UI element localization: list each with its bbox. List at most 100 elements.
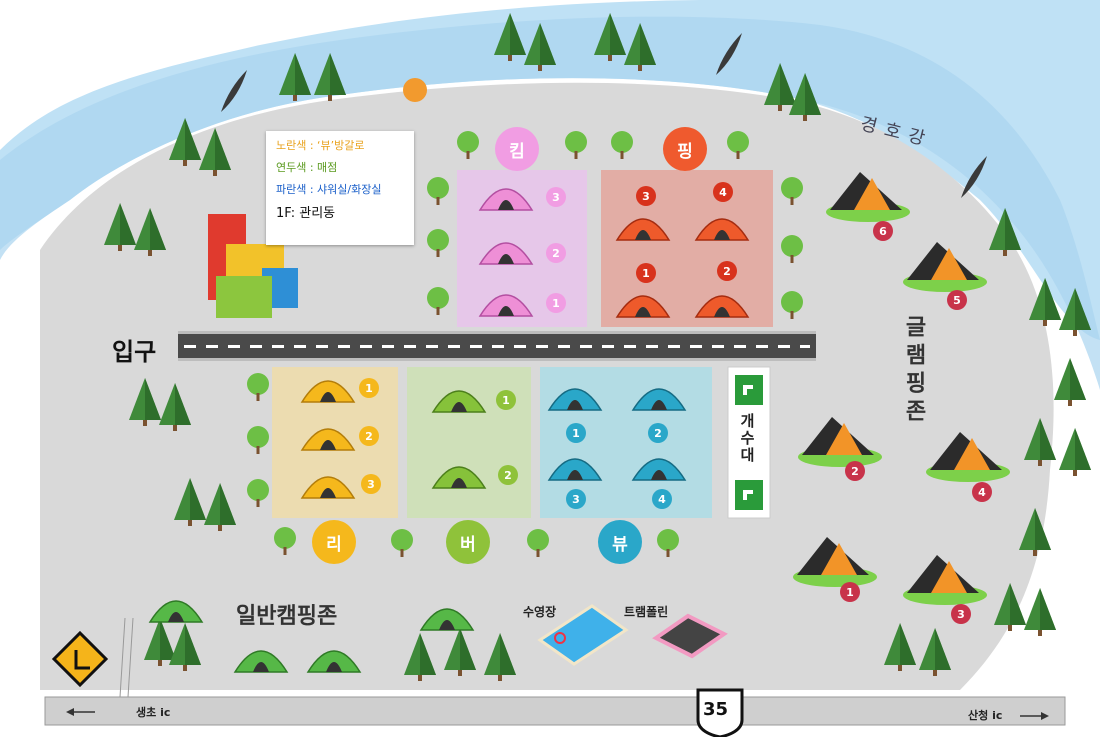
tent-icon [615,218,671,241]
autumn-tree-icon [403,78,427,102]
tent-ri-3[interactable]: 3 [361,474,381,494]
legend-blue: 파란색 : 샤워실/화장실 [276,183,382,196]
pine-tree-icon [1059,288,1091,336]
glamping-zone-label: 글램핑존 [901,315,926,427]
tent-icon [694,218,750,241]
tent-ping-3[interactable]: 3 [636,186,656,206]
bush-icon [457,131,479,159]
tent-icon [300,476,356,499]
pine-tree-icon [129,378,161,426]
fish-icon [716,33,742,75]
pine-tree-icon [279,53,311,101]
bush-icon [274,527,296,555]
pine-tree-icon [624,23,656,71]
zone-kum-label: 킴 [495,127,539,171]
tent-byu-1[interactable]: 1 [566,423,586,443]
tent-ping-4[interactable]: 4 [713,182,733,202]
pine-tree-icon [159,383,191,431]
tent-icon [478,294,534,317]
highway [44,696,1066,726]
trampoline-label: 트램폴린 [624,605,669,619]
tent-ping-2[interactable]: 2 [717,261,737,281]
bush-icon [781,291,803,319]
tent-icon [631,388,687,411]
pool-icon [537,604,629,666]
tent-ri-1[interactable]: 1 [359,378,379,398]
fish-group [221,33,987,198]
pine-tree-icon [1024,588,1056,636]
bush-icon [781,235,803,263]
bush-icon [611,131,633,159]
glamping-6[interactable]: 6 [873,221,893,241]
legend-green: 연두색 : 매점 [276,161,338,174]
pine-tree-icon [169,623,201,671]
tent-icon [300,428,356,451]
pine-tree-icon [524,23,556,71]
zone-ping-label: 핑 [663,127,707,171]
glamping-group [793,172,1010,605]
tent-icon [478,242,534,265]
left-exit-label: 생초 ic [136,706,171,719]
pine-tree-icon [104,203,136,251]
bush-icon [247,373,269,401]
camping-zone-label: 일반캠핑존 [236,604,338,629]
legend-office: 1F: 관리동 [276,206,336,221]
tent-kum-1[interactable]: 1 [546,293,566,313]
glamping-tent-icon [826,172,910,222]
tent-kum-2[interactable]: 2 [546,243,566,263]
pine-tree-icon [484,633,516,681]
tent-byu-4[interactable]: 4 [652,489,672,509]
glamping-tent-icon [903,242,987,292]
tent-kum-3[interactable]: 3 [546,187,566,207]
pine-tree-icon [919,628,951,676]
pine-tree-icon [494,13,526,61]
tent-ri-2[interactable]: 2 [359,426,379,446]
tent-icon [478,188,534,211]
pine-tree-icon [884,623,916,671]
tent-byu-3[interactable]: 3 [566,489,586,509]
tent-icon [631,458,687,481]
tent-icon [431,466,487,489]
glamping-1[interactable]: 1 [840,582,860,602]
glamping-2[interactable]: 2 [845,461,865,481]
tent-icon [547,458,603,481]
pine-tree-icon [1024,418,1056,466]
pine-tree-icon [1029,278,1061,326]
tent-icon [615,295,671,318]
bush-icon [427,177,449,205]
bush-icon [657,529,679,557]
water-tap-icon [735,375,763,405]
tent-ping-1[interactable]: 1 [636,263,656,283]
pine-tree-icon [199,128,231,176]
bush-icon [427,229,449,257]
pine-tree-icon [994,583,1026,631]
bush-icon [247,479,269,507]
pine-tree-icon [404,633,436,681]
tent-be-2[interactable]: 2 [498,465,518,485]
glamping-5[interactable]: 5 [947,290,967,310]
glamping-4[interactable]: 4 [972,482,992,502]
management-building-icon [208,214,298,318]
fish-icon [221,70,247,112]
tent-byu-2[interactable]: 2 [648,423,668,443]
bush-icon [391,529,413,557]
glamping-3[interactable]: 3 [951,604,971,624]
legend: 노란색 : ‘뷰’방갈로 연두색 : 매점 파란색 : 샤워실/화장실 1F: … [266,131,414,245]
tent-icon [148,600,204,623]
pine-tree-icon [169,118,201,166]
main-road [178,331,816,361]
bush-icon [527,529,549,557]
pine-tree-icon [444,628,476,676]
zone-ri-label: 리 [312,520,356,564]
bush-icon [427,287,449,315]
route-number: 35 [703,699,729,720]
right-exit-label: 산청 ic [968,709,1003,722]
pine-tree-icon [594,13,626,61]
pine-tree-icon [989,208,1021,256]
tent-be-1[interactable]: 1 [496,390,516,410]
entrance-label: 입구 [112,338,157,366]
glamping-tent-icon [903,555,987,605]
pine-tree-icon [1019,508,1051,556]
bush-icon [565,131,587,159]
